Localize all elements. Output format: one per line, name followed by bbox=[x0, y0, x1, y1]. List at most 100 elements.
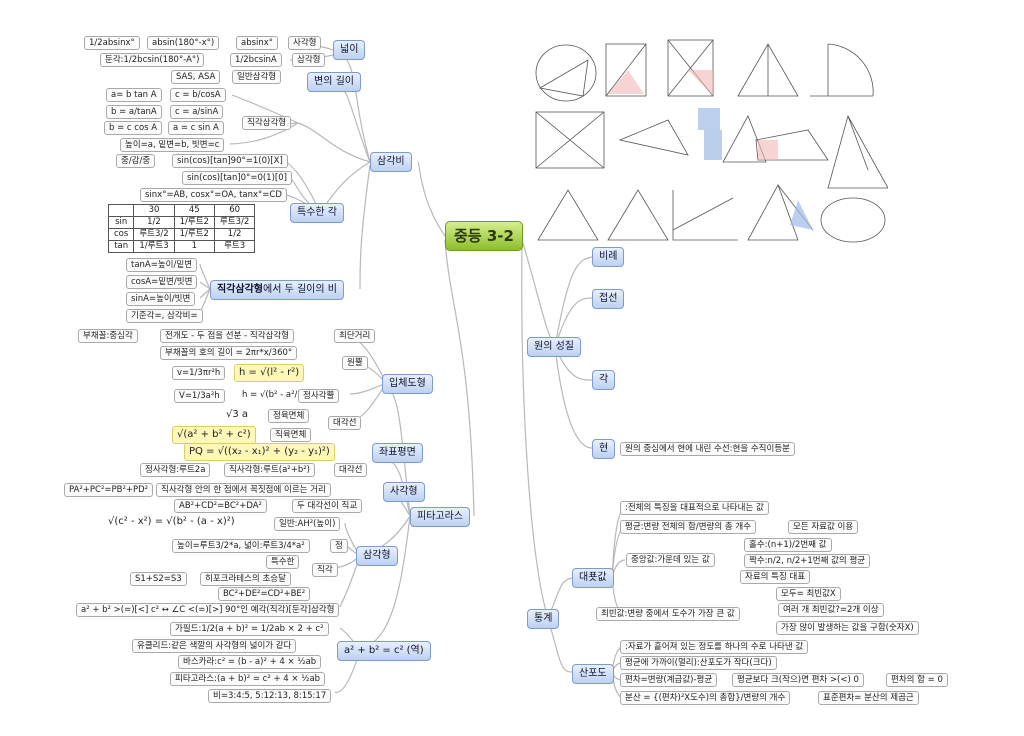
trig-ratio[interactable]: 직각삼각형에서 두 길이의 비 bbox=[210, 280, 344, 300]
table-cell: 45 bbox=[173, 204, 215, 217]
stat-rep-item: 자료의 특징 대표 bbox=[740, 570, 811, 584]
pyth-solid-item: V=1/3a²h bbox=[174, 389, 225, 403]
table-cell: 1/루트2 bbox=[173, 228, 215, 241]
table-cell: 루트3 bbox=[213, 240, 256, 253]
pyth-solid-item: 정육면체 bbox=[268, 409, 310, 423]
stat-rep-item: 짝수:n/2, n/2+1번째 값의 평균 bbox=[744, 554, 871, 568]
pyth-solid-formula: √(a² + b² + c²) bbox=[172, 426, 256, 444]
table-cell: 1/2 bbox=[133, 216, 175, 229]
pyth-eq-item: 가필드:1/2(a + b)² = 1/2ab × 2 + c² bbox=[170, 622, 329, 636]
trig-side-item: SAS, ASA bbox=[171, 70, 221, 84]
trig-area-item: 둔각:1/2bcsin(180°-A°) bbox=[100, 53, 205, 67]
branch-pythagoras[interactable]: 피타고라스 bbox=[410, 507, 470, 527]
circle-chord-detail: 원의 중심에서 현에 내린 수선:현을 수직이등분 bbox=[620, 442, 795, 456]
stat-rep[interactable]: 대푯값 bbox=[572, 568, 614, 588]
trig-area[interactable]: 넓이 bbox=[333, 40, 366, 60]
table-header-row: 30 45 60 bbox=[107, 204, 256, 217]
pyth-tri-item: 높이=루트3/2*a, 넓이:루트3/4*a² bbox=[172, 539, 310, 553]
pyth-solid-item: v=1/3πr²h bbox=[172, 366, 226, 380]
pyth-rect-item: 대각선 bbox=[334, 463, 368, 477]
pyth-solid-item: 직육면체 bbox=[270, 428, 312, 442]
trig-side-item: c = a/sinA bbox=[170, 105, 224, 119]
stat-scatter-item: 표준편차= 분산의 제곱근 bbox=[818, 691, 919, 705]
trig-side-item: b = a/tanA bbox=[106, 105, 162, 119]
table-row: tan 1/루트3 1 루트3 bbox=[107, 240, 256, 253]
circle-tangent[interactable]: 접선 bbox=[592, 289, 625, 309]
trig-side-item: c = b/cosA bbox=[170, 88, 226, 102]
trig-ratio-item: 기준각=, 삼각비= bbox=[126, 309, 203, 323]
table-cell: 1/2 bbox=[213, 228, 256, 241]
branch-trig[interactable]: 삼각비 bbox=[370, 152, 412, 172]
central-topic[interactable]: 중등 3-2 bbox=[445, 221, 523, 251]
pyth-rect-item: 두 대각선이 직교 bbox=[292, 499, 363, 513]
trig-area-item: 삼각형 bbox=[292, 53, 326, 67]
trig-side-item: 직각삼각형 bbox=[242, 116, 292, 130]
pyth-coord[interactable]: 좌표평면 bbox=[372, 443, 423, 463]
table-row: cos 루트3/2 1/루트2 1/2 bbox=[107, 228, 256, 241]
trig-side-item: b = c cos A bbox=[104, 121, 163, 135]
stat-scatter-item: 편차=변량(계급값)-평균 bbox=[620, 673, 718, 687]
trig-ratio-item: cosA=밑변/빗변 bbox=[126, 275, 198, 289]
trig-area-item: 사각형 bbox=[288, 36, 322, 50]
stat-scatter-item: :자료가 흩어져 있는 정도를 하나의 수로 나타낸 값 bbox=[620, 640, 809, 654]
pyth-rect-item: 직사각형:루트(a²+b²) bbox=[224, 463, 315, 477]
stat-scatter[interactable]: 산포도 bbox=[572, 664, 614, 684]
geometry-figures bbox=[528, 30, 888, 252]
stat-rep-item: :전체의 특징을 대표적으로 나타내는 값 bbox=[620, 501, 769, 515]
trig-side-item: 높이=a, 밑변=b, 빗변=c bbox=[120, 138, 225, 152]
pyth-solid-item: 전개도 - 두 점을 선분 - 직각삼각형 bbox=[160, 329, 295, 343]
pyth-eq[interactable]: a² + b² = c² (역) bbox=[337, 641, 431, 661]
table-cell bbox=[107, 204, 135, 217]
trig-special[interactable]: 특수한 각 bbox=[290, 203, 344, 223]
stat-rep-item: 여러 개 최빈값?=2개 이상 bbox=[778, 603, 884, 617]
stat-rep-item: 평균:변량 전체의 합/변량의 총 개수 bbox=[620, 520, 757, 534]
table-cell: 60 bbox=[213, 204, 256, 217]
pyth-rect[interactable]: 사각형 bbox=[383, 482, 425, 502]
stat-rep-item: 모두= 최빈값X bbox=[776, 587, 841, 601]
branch-circle[interactable]: 원의 성질 bbox=[527, 337, 581, 357]
branch-stat[interactable]: 통계 bbox=[527, 609, 560, 629]
pyth-eq-item: 피타고라스:(a + b)² = c² + 4 × ½ab bbox=[170, 672, 326, 686]
pyth-rect-item: AB²+CD²=BC²+DA² bbox=[174, 499, 267, 513]
trig-ratio-item: tanA=높이/밑변 bbox=[126, 258, 198, 272]
trig-area-item: 1/2absinx° bbox=[84, 36, 140, 50]
ratio-label-bold: 직각삼각형 bbox=[217, 284, 263, 295]
circle-angle[interactable]: 각 bbox=[592, 370, 616, 390]
pyth-tri-item: 특수한 bbox=[266, 555, 300, 569]
pyth-tri[interactable]: 삼각형 bbox=[356, 546, 398, 566]
stat-rep-item: 최빈값:변량 중에서 도수가 가장 큰 값 bbox=[596, 607, 740, 621]
pyth-tri-item: S1+S2=S3 bbox=[130, 572, 187, 586]
pyth-tri-item: a² + b² >(=)[<] c² ↔ ∠C <(=)[>] 90°인 예각(… bbox=[76, 603, 340, 617]
table-cell: 루트3/2 bbox=[213, 216, 256, 229]
table-cell: 30 bbox=[133, 204, 175, 217]
table-row: sin 1/2 1/루트2 루트3/2 bbox=[107, 216, 256, 229]
table-cell: cos bbox=[107, 228, 135, 241]
pyth-solid-formula: h = √(b² - a²/2) bbox=[242, 390, 307, 400]
pyth-tri-formula: √(c² - x²) = √(b² - (a - x)²) bbox=[108, 516, 235, 527]
trig-area-item: 1/2bcsinA bbox=[230, 53, 282, 67]
pyth-eq-item: 비=3:4:5, 5:12:13, 8:15:17 bbox=[208, 689, 332, 703]
trig-side[interactable]: 변의 길이 bbox=[307, 72, 361, 92]
pyth-solid-formula: h = √(l² - r²) bbox=[234, 364, 305, 382]
trig-ratio-item: sinA=높이/빗변 bbox=[126, 292, 196, 306]
table-cell: sin bbox=[107, 216, 135, 229]
table-cell: tan bbox=[107, 240, 135, 253]
trig-special-item: 중/감/중 bbox=[116, 154, 156, 168]
pyth-tri-item: 직각 bbox=[312, 563, 338, 577]
pyth-solid-formula: √3 a bbox=[226, 409, 249, 420]
pyth-eq-item: 유클리드:같은 색깔의 사각형의 넓이가 같다 bbox=[132, 639, 297, 653]
circle-chord[interactable]: 현 bbox=[592, 439, 616, 459]
pyth-rect-item: 정사각형:루트2a bbox=[140, 463, 211, 477]
pyth-solid[interactable]: 입체도형 bbox=[382, 374, 433, 394]
circle-proportion[interactable]: 비례 bbox=[592, 247, 625, 267]
stat-rep-item: 가장 많이 발생하는 값을 구함(숫자X) bbox=[776, 621, 919, 635]
trig-value-table: 30 45 60 sin 1/2 1/루트2 루트3/2 cos 루트3/2 1… bbox=[107, 204, 256, 253]
trig-area-item: absinx° bbox=[236, 36, 279, 50]
stat-scatter-item: 분산 = {(편차)²X도수)의 총합}/변량의 개수 bbox=[620, 691, 791, 705]
pyth-tri-item: 정 bbox=[330, 539, 348, 553]
table-cell: 1/루트2 bbox=[173, 216, 215, 229]
ratio-label-rest: 에서 두 길이의 비 bbox=[263, 284, 337, 295]
pyth-rect-item: PA²+PC²=PB²+PD² bbox=[64, 483, 154, 497]
table-cell: 루트3/2 bbox=[133, 228, 175, 241]
pyth-rect-item: 직사각형 안의 한 점에서 꼭짓점에 이르는 거리 bbox=[156, 483, 331, 497]
